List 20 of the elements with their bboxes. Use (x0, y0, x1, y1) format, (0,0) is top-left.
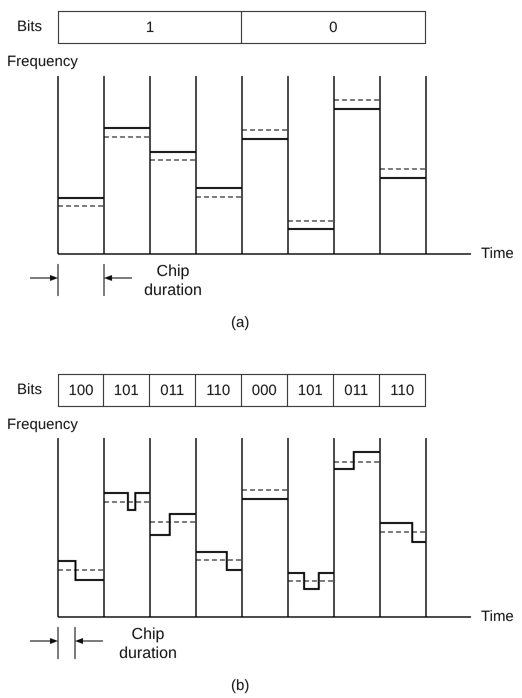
panel-label: (a) (231, 314, 250, 332)
bit-cell: 101 (286, 374, 334, 407)
axis-label: Time (481, 245, 514, 263)
row-label: Bits (17, 18, 42, 36)
row-label: Bits (17, 381, 42, 399)
bit-cell: 0 (240, 11, 426, 44)
axis-label: Time (481, 608, 514, 626)
axis-label: Frequency (7, 53, 78, 71)
bit-cell: 110 (378, 374, 426, 407)
bit-cell: 1 (58, 11, 242, 44)
bit-cell: 100 (58, 374, 104, 407)
dimension-label: Chip duration (143, 262, 203, 300)
bit-cell: 011 (332, 374, 380, 407)
dimension-label: Chip duration (118, 625, 178, 663)
bit-cell: 101 (102, 374, 150, 407)
panel-label: (b) (231, 677, 250, 695)
bit-cell: 000 (240, 374, 288, 407)
axis-label: Frequency (7, 416, 78, 434)
bit-cell: 110 (194, 374, 242, 407)
bit-cell: 011 (148, 374, 196, 407)
